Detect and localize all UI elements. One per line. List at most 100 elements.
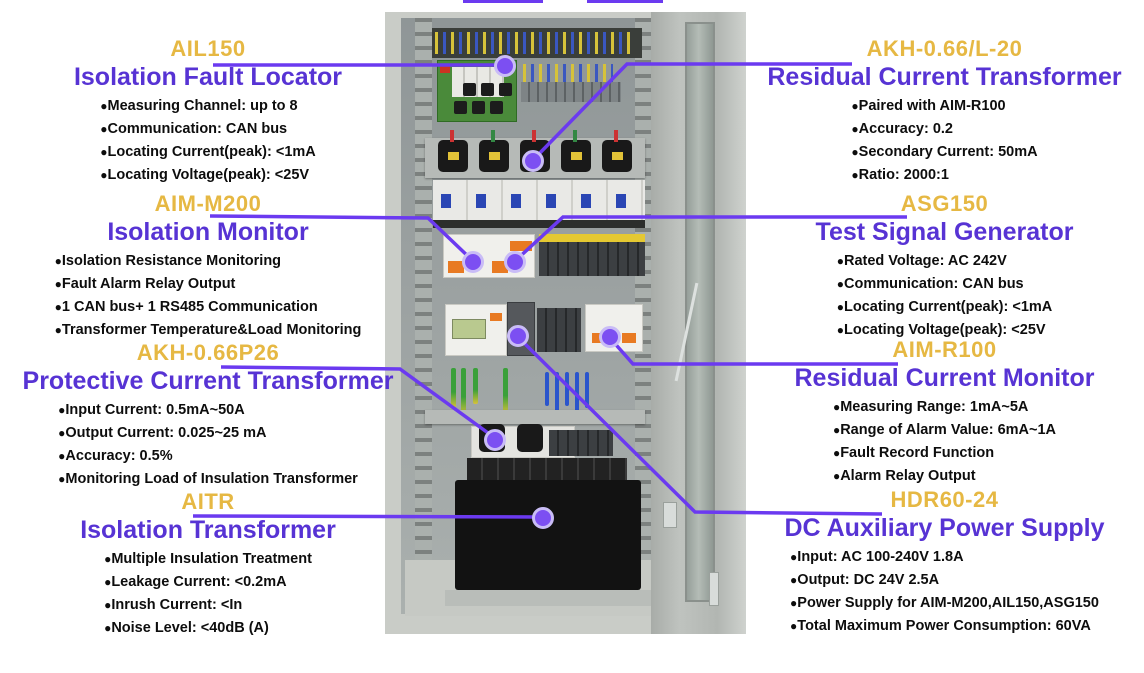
spec-item: Inrush Current: <In (104, 597, 312, 614)
spec-item: Accuracy: 0.5% (58, 448, 358, 465)
spec-item: Fault Record Function (833, 445, 1056, 462)
product-title: Isolation Monitor (107, 218, 309, 246)
top-wiring (435, 32, 635, 54)
spec-item: Communication: CAN bus (837, 276, 1053, 293)
mid-terminal-blocks (537, 308, 581, 352)
callout-asg150: ASG150 Test Signal Generator Rated Volta… (745, 191, 1144, 346)
breaker-din-rail (433, 220, 645, 228)
spec-item: Fault Alarm Relay Output (55, 276, 362, 293)
blue-wire (545, 372, 549, 406)
spec-item: Multiple Insulation Treatment (104, 551, 312, 568)
callout-aim-r100: AIM-R100 Residual Current Monitor Measur… (745, 337, 1144, 492)
product-title: Isolation Fault Locator (73, 63, 343, 91)
blue-wire (565, 372, 569, 406)
ct-block (499, 83, 512, 96)
transformer-base (445, 590, 651, 606)
spec-item: Rated Voltage: AC 242V (837, 253, 1053, 270)
model-name: AKH-0.66P26 (136, 340, 280, 365)
spec-list: Isolation Resistance Monitoring Fault Al… (55, 253, 362, 339)
door-hinge (709, 572, 719, 606)
spec-list: Input Current: 0.5mA~50A Output Current:… (58, 402, 358, 488)
callout-aitr: AITR Isolation Transformer Multiple Insu… (2, 489, 414, 644)
blue-wire (575, 372, 579, 414)
ct-block (454, 101, 467, 114)
product-title: DC Auxiliary Power Supply (784, 514, 1105, 542)
spec-item: Noise Level: <40dB (A) (104, 620, 312, 637)
pcb-modules (452, 67, 504, 97)
ct-block (472, 101, 485, 114)
spec-item: Alarm Relay Output (833, 468, 1056, 485)
aim-m200-asg150-devices (443, 234, 535, 278)
model-name: AITR (181, 489, 235, 514)
spec-item: Paired with AIM-R100 (851, 98, 1037, 115)
spec-item: Input Current: 0.5mA~50A (58, 402, 358, 419)
model-name: ASG150 (900, 191, 989, 216)
callout-akh-066p26: AKH-0.66P26 Protective Current Transform… (2, 340, 414, 495)
spec-item: Monitoring Load of Insulation Transforme… (58, 471, 357, 488)
cabinet-door (651, 12, 746, 634)
product-title: Isolation Transformer (80, 516, 336, 544)
spec-list: Rated Voltage: AC 242V Communication: CA… (837, 253, 1053, 339)
model-name: AIL150 (170, 36, 246, 61)
ct-block (481, 83, 494, 96)
callout-akh-066l20: AKH-0.66/L-20 Residual Current Transform… (745, 36, 1144, 191)
spec-item: Range of Alarm Value: 6mA~1A (833, 422, 1056, 439)
spec-item: Ratio: 2000:1 (851, 167, 1037, 184)
protective-ct-2 (517, 424, 543, 452)
spec-list: Multiple Insulation Treatment Leakage Cu… (104, 551, 312, 637)
top-crop-fragment-right (587, 0, 663, 3)
spec-item: 1 CAN bus+ 1 RS485 Communication (55, 299, 362, 316)
spec-item: Communication: CAN bus (100, 121, 316, 138)
blue-wire (585, 372, 589, 408)
residual-ct-3 (520, 130, 550, 172)
model-name: HDR60-24 (890, 487, 999, 512)
din-terminal-blocks (521, 82, 621, 102)
spec-list: Input: AC 100-240V 1.8A Output: DC 24V 2… (790, 549, 1099, 635)
ail150-device (437, 60, 517, 122)
device-label-red (440, 65, 450, 73)
ground-wire (451, 368, 456, 408)
spec-item: Output Current: 0.025~25 mA (58, 425, 358, 442)
spec-item: Input: AC 100-240V 1.8A (790, 549, 1099, 566)
ct-block (490, 101, 503, 114)
rack-rail-left (415, 18, 432, 578)
callout-hdr60-24: HDR60-24 DC Auxiliary Power Supply Input… (745, 487, 1144, 642)
breaker-toggles (441, 194, 641, 208)
model-name: AIM-M200 (154, 191, 262, 216)
top-crop-fragment-left (463, 0, 543, 3)
residual-ct-4 (561, 130, 591, 172)
spec-item: Measuring Range: 1mA~5A (833, 399, 1056, 416)
fan-wiring (523, 64, 613, 82)
residual-ct-2 (479, 130, 509, 172)
transformer-top (467, 458, 627, 482)
hdr60-24-device (507, 302, 535, 356)
protective-ct-1 (479, 424, 505, 452)
spec-item: Locating Voltage(peak): <25V (837, 322, 1053, 339)
spec-item: Leakage Current: <0.2mA (104, 574, 312, 591)
terminal-row-dark (539, 242, 645, 276)
aim-r100-device (585, 304, 643, 352)
spec-item: Power Supply for AIM-M200,AIL150,ASG150 (790, 595, 1099, 612)
residual-ct-5 (602, 130, 632, 172)
ct-block (463, 83, 476, 96)
callout-ail150: AIL150 Isolation Fault Locator Measuring… (2, 36, 414, 191)
model-name: AKH-0.66/L-20 (866, 36, 1023, 61)
spec-item: Accuracy: 0.2 (851, 121, 1037, 138)
ground-wire (473, 368, 478, 404)
callout-aim-m200: AIM-M200 Isolation Monitor Isolation Res… (2, 191, 414, 346)
spec-item: Locating Current(peak): <1mA (100, 144, 315, 161)
product-title: Residual Current Monitor (794, 364, 1095, 392)
door-latch (663, 502, 677, 528)
product-title: Test Signal Generator (815, 218, 1074, 246)
spec-list: Measuring Channel: up to 8 Communication… (100, 98, 316, 184)
lcd-monitor-device (445, 304, 507, 356)
spec-item: Output: DC 24V 2.5A (790, 572, 1099, 589)
spec-item: Secondary Current: 50mA (851, 144, 1038, 161)
ground-wire (461, 368, 466, 416)
spec-item: Locating Current(peak): <1mA (837, 299, 1052, 316)
spec-item: Transformer Temperature&Load Monitoring (55, 322, 361, 339)
spec-item: Measuring Channel: up to 8 (100, 98, 316, 115)
isolation-transformer (455, 480, 641, 590)
spec-list: Paired with AIM-R100 Accuracy: 0.2 Secon… (851, 98, 1038, 184)
model-name: AIM-R100 (892, 337, 997, 362)
